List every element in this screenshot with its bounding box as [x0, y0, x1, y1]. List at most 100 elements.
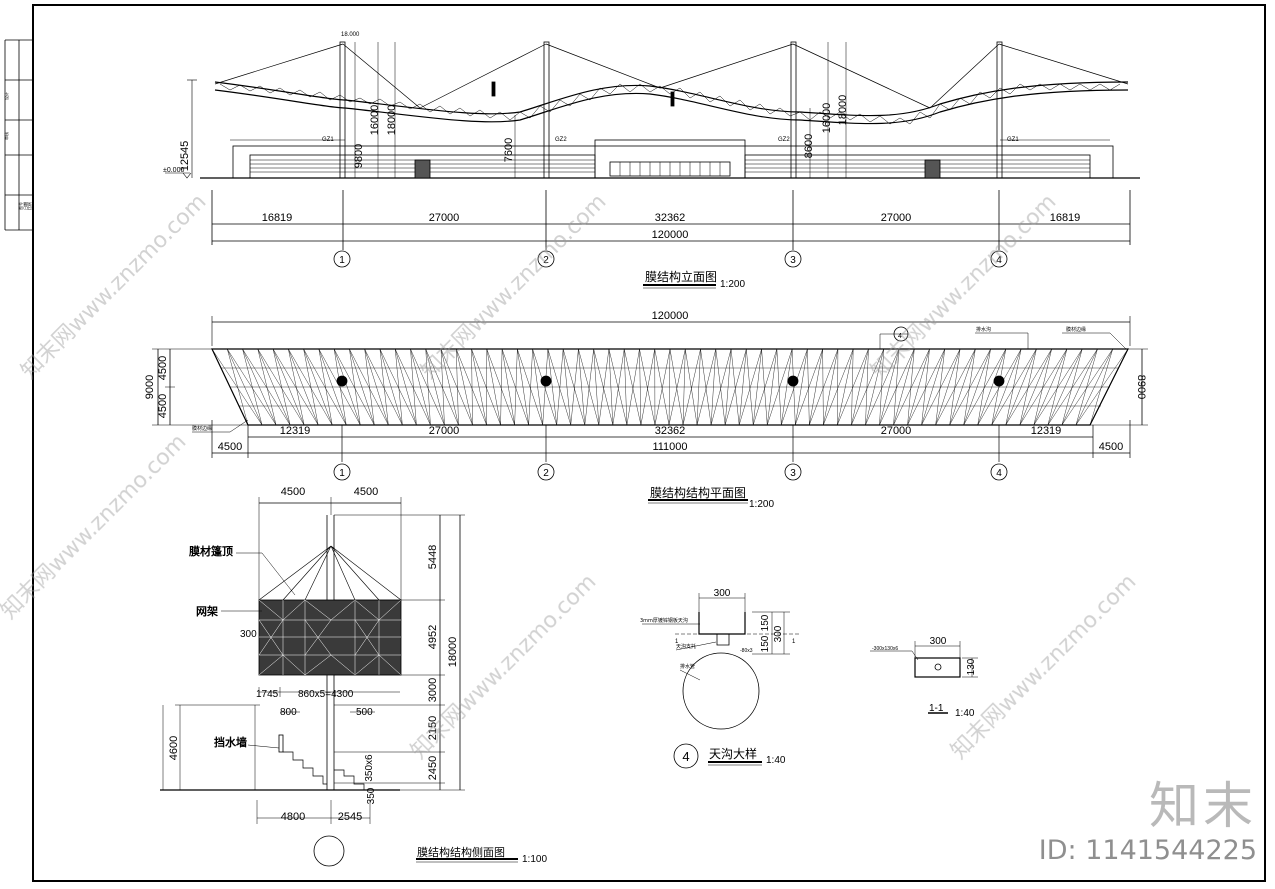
elevation-height-7600: 7600 [503, 138, 515, 162]
brand-logo: 知末 [1149, 777, 1257, 835]
plan-span-4: 27000 [881, 425, 912, 437]
plan-scale: 1:200 [749, 499, 774, 510]
side-dim-500: 500 [356, 707, 373, 718]
elevation-height-18000a: 18000 [386, 105, 398, 136]
elevation-total: 120000 [652, 229, 689, 241]
plan-note-gutter: 排水沟 [976, 326, 991, 333]
side-height-3000: 3000 [427, 678, 439, 702]
title-block-label-2: 审核 [3, 132, 9, 140]
gutter-dim-150a: 150 [760, 614, 771, 631]
gutter-note-support: 天沟支托 [676, 643, 696, 650]
brand-id: ID: 1141544225 [1038, 835, 1257, 866]
elevation-span-4: 27000 [881, 212, 912, 224]
elevation-column-gz1-right: GZ1 [1007, 137, 1019, 143]
side-label-membrane: 膜材篷顶 [189, 544, 233, 558]
side-view [160, 497, 518, 867]
section-width: 300 [930, 636, 947, 647]
elevation-column-gz2-left: GZ2 [555, 137, 567, 143]
plan-span-3: 32362 [655, 425, 686, 437]
gutter-detail [642, 593, 800, 769]
elevation-view [165, 41, 1140, 289]
side-top-width-left: 4500 [281, 486, 305, 498]
elevation-zero-level: ±0.000 [163, 167, 184, 174]
side-height-2150: 2150 [427, 716, 439, 740]
section-height: 130 [966, 658, 977, 675]
side-labels: 4500 4500 5448 4952 3000 2150 2450 350 1… [168, 486, 547, 865]
plan-middle-total: 111000 [652, 441, 687, 453]
section-labels: 300 130 -300x130x6 1-1 1:40 [872, 636, 977, 719]
elevation-axis-3: 3 [790, 255, 796, 266]
title-block-label-5: 比例 [26, 202, 32, 210]
elevation-axis-1: 1 [339, 255, 345, 266]
plan-span-2: 27000 [429, 425, 460, 437]
side-dim-1745: 1745 [256, 689, 279, 700]
watermark-4: 知末网www.znzmo.com [0, 429, 191, 624]
gutter-note-steel: 3mm厚镀锌钢板天沟 [640, 617, 688, 624]
side-title: 膜结构结构侧面图 [417, 845, 505, 859]
side-dim-stairs: 350x6 [364, 754, 375, 782]
watermarks: 知末网www.znzmo.com 知末网www.znzmo.com 知末网www… [0, 189, 1141, 764]
plan-depth-left: 9000 [144, 375, 156, 399]
side-bottom-dim-1: 4800 [281, 811, 305, 823]
plan-overhang-right: 4500 [1099, 441, 1123, 453]
gutter-width: 300 [714, 588, 731, 599]
elevation-top-level: 18.000 [341, 32, 360, 38]
drawing-frame [32, 4, 1266, 882]
brand-block: 知末 ID: 1141544225 [1039, 777, 1257, 867]
elevation-height-12545: 12545 [179, 141, 191, 172]
elevation-span-1: 16819 [262, 212, 293, 224]
plan-note-edge: 膜材边缘 [1066, 326, 1086, 333]
elevation-span-2: 27000 [429, 212, 460, 224]
plan-overhang-left: 4500 [218, 441, 242, 453]
watermark-1: 知末网www.znzmo.com [17, 189, 212, 384]
plan-depth-right: 8900 [1135, 375, 1147, 399]
plan-title: 膜结构结构平面图 [650, 485, 746, 500]
plan-axis-4: 4 [996, 468, 1002, 479]
plan-axis-1: 1 [339, 468, 345, 479]
side-height-5448: 5448 [427, 545, 439, 569]
elevation-labels: 18.000 12545 18000 16000 9800 7600 8600 … [163, 32, 1080, 290]
gutter-title: 天沟大样 [709, 746, 757, 761]
title-block [4, 39, 33, 231]
elevation-height-9800: 9800 [353, 144, 365, 168]
elevation-span-3: 32362 [655, 212, 686, 224]
section-note: -300x130x6 [872, 646, 898, 652]
plan-axis-2: 2 [543, 468, 549, 479]
plan-view [152, 316, 1148, 504]
elevation-axis-2: 2 [543, 255, 549, 266]
gutter-note-pipe: 排水管 [680, 663, 695, 670]
side-label-wall: 挡水墙 [214, 735, 247, 749]
side-total-height: 18000 [447, 637, 459, 668]
side-height-4952: 4952 [427, 625, 439, 649]
plan-span-5: 12319 [1031, 425, 1062, 437]
side-dim-860: 860x5=4300 [298, 689, 354, 700]
elevation-height-16000a: 16000 [369, 105, 381, 136]
side-label-truss: 网架 [196, 604, 218, 618]
plan-depth-half-b: 4500 [157, 394, 169, 418]
elevation-height-8600: 8600 [803, 134, 815, 158]
gutter-labels: 300 150 150 300 3mm厚镀锌钢板天沟 天沟支托 排水管 -80x… [640, 588, 796, 766]
title-block-label-3: 图号 [17, 202, 23, 210]
side-dim-800: 800 [280, 707, 297, 718]
plan-span-1: 12319 [280, 425, 311, 437]
title-block-label-4: 日期 [22, 202, 28, 210]
section-detail [870, 641, 978, 714]
gutter-scale: 1:40 [766, 755, 786, 766]
side-dim-300: 300 [240, 629, 257, 640]
side-bottom-dim-2: 2545 [338, 811, 362, 823]
gutter-mark-1: 1 [675, 639, 679, 645]
side-height-350: 350 [366, 787, 377, 804]
gutter-dim-150b: 150 [760, 635, 771, 652]
elevation-column-gz1-left: GZ1 [322, 137, 334, 143]
gutter-dim-300: 300 [773, 625, 784, 642]
plan-labels: 120000 9000 4500 4500 8900 4 排水沟 膜材边缘 膜材… [144, 310, 1147, 510]
elevation-height-16000b: 16000 [821, 103, 833, 134]
elevation-column-gz2-right: GZ2 [778, 137, 790, 143]
plan-total-top: 120000 [652, 310, 689, 322]
side-scale: 1:100 [522, 854, 547, 865]
elevation-axis-4: 4 [996, 255, 1002, 266]
side-top-width-right: 4500 [354, 486, 378, 498]
gutter-note-plate: -80x3 [740, 648, 753, 654]
elevation-height-18000b: 18000 [837, 95, 849, 126]
